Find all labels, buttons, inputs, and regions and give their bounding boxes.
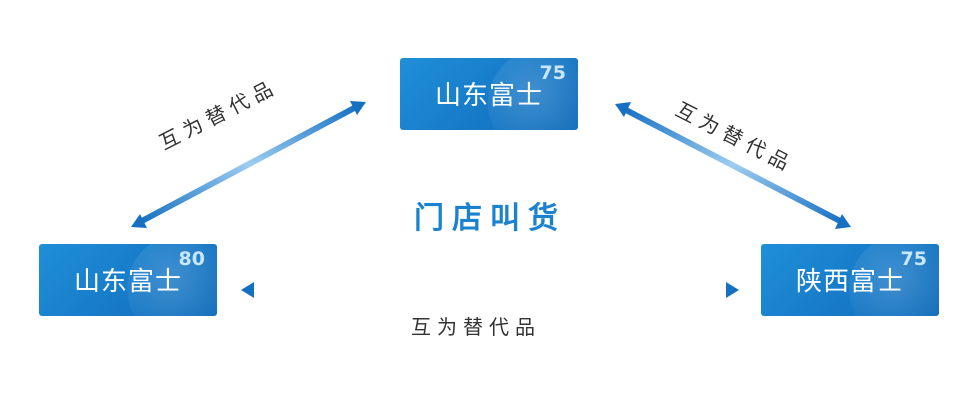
node-right: 75 陕西富士 <box>761 244 939 316</box>
node-score: 80 <box>178 248 205 270</box>
node-name: 山东富士 <box>434 81 543 111</box>
center-title: 门店叫货 <box>414 201 566 236</box>
box-sheen <box>488 58 578 130</box>
node-top: 75 山东富士 <box>400 58 578 130</box>
node-score: 75 <box>900 248 927 270</box>
node-name: 陕西富士 <box>795 267 904 297</box>
box-sheen <box>127 244 217 316</box>
edge-label-left-right: 互为替代品 <box>411 315 541 339</box>
arrow-top-left <box>131 101 366 228</box>
node-score: 75 <box>539 62 566 84</box>
node-name: 山东富士 <box>73 267 182 297</box>
node-left: 80 山东富士 <box>39 244 217 316</box>
box-sheen <box>849 244 939 316</box>
arrow-left-right <box>241 282 739 298</box>
arrow-top-right <box>615 102 851 229</box>
